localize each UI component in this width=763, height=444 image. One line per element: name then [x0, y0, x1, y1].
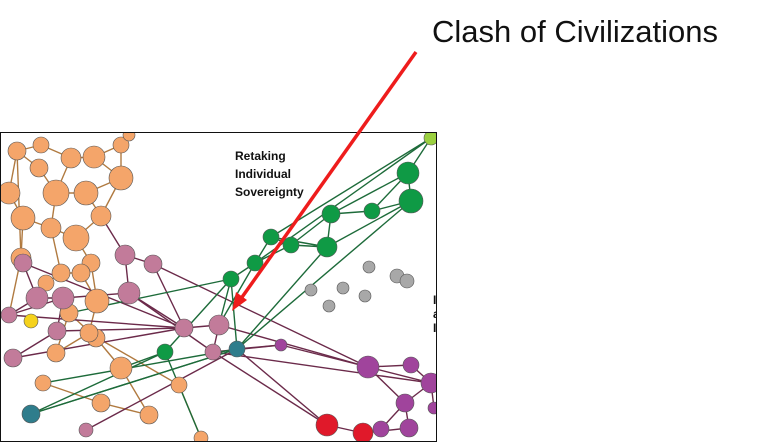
network-node-orange: [32, 136, 50, 154]
network-node-gray: [362, 260, 376, 274]
network-node-mauve: [174, 318, 194, 338]
network-node-purple: [427, 401, 436, 415]
network-node-mauve: [51, 286, 75, 310]
network-node-orange: [90, 205, 112, 227]
network-node-green: [398, 188, 424, 214]
network-node-mauve: [78, 422, 94, 438]
network-node-mauve: [204, 343, 222, 361]
network-node-green: [246, 254, 264, 272]
network-node-green: [321, 204, 341, 224]
network-node-orange: [122, 133, 136, 142]
network-node-orange: [109, 356, 133, 380]
network-node-gray: [399, 273, 415, 289]
network-node-orange: [51, 263, 71, 283]
network-node-mauve: [1, 306, 18, 324]
network-node-yellow: [23, 313, 39, 329]
network-graph: [1, 133, 436, 441]
network-node-orange: [71, 263, 91, 283]
network-edge: [218, 324, 369, 368]
network-node-orange: [60, 147, 82, 169]
cluster-label-line-2: Individual: [235, 167, 292, 181]
network-node-green: [262, 228, 280, 246]
network-node-orange: [34, 374, 52, 392]
network-node-gray: [304, 283, 318, 297]
network-node-mauve: [117, 281, 141, 305]
network-node-green: [282, 236, 300, 254]
network-node-orange: [139, 405, 159, 425]
network-node-gray: [336, 281, 350, 295]
network-node-orange: [84, 288, 110, 314]
network-edge: [212, 351, 432, 384]
network-node-orange: [1, 181, 21, 205]
network-edge: [16, 150, 22, 259]
network-edge: [236, 348, 328, 426]
network-node-orange: [29, 158, 49, 178]
network-node-orange: [42, 179, 70, 207]
network-node-purple: [395, 393, 415, 413]
cluster-label: Retaking Individual Sovereignty: [235, 147, 304, 201]
cluster-label-line-3: Sovereignty: [235, 185, 304, 199]
network-node-teal: [228, 340, 246, 358]
network-node-orange: [82, 145, 106, 169]
network-node-lime: [423, 133, 436, 146]
network-edge: [212, 351, 328, 426]
network-node-orange: [37, 274, 55, 292]
network-node-gray: [358, 289, 372, 303]
network-node-mauve: [47, 321, 67, 341]
network-node-orange: [62, 224, 90, 252]
network-edge: [164, 278, 232, 353]
network-edge: [230, 278, 238, 350]
network-node-purple: [356, 355, 380, 379]
network-node-orange: [112, 136, 130, 154]
network-edge: [42, 382, 102, 404]
network-node-orange: [170, 376, 188, 394]
network-edge: [236, 200, 412, 350]
network-node-mauve: [3, 348, 23, 368]
network-node-orange: [40, 217, 62, 239]
network-node-red: [352, 422, 374, 441]
network-edge: [85, 348, 238, 431]
network-node-mauve: [25, 286, 49, 310]
network-node-purple: [420, 372, 436, 394]
network-node-orange: [10, 205, 36, 231]
network-diagram: Retaking Individual Sovereignty IaI: [0, 132, 437, 442]
cut-off-label: IaI: [433, 293, 437, 335]
network-node-green: [316, 236, 338, 258]
network-node-purple: [402, 356, 420, 374]
network-edge: [152, 263, 369, 368]
network-node-purple: [274, 338, 288, 352]
network-node-orange: [193, 430, 209, 441]
network-edge: [56, 327, 185, 332]
network-node-purple: [399, 418, 419, 438]
network-node-orange: [7, 141, 27, 161]
network-node-orange: [73, 180, 99, 206]
network-node-orange: [79, 323, 99, 343]
edge-layer: [8, 134, 435, 439]
network-node-mauve: [143, 254, 163, 274]
network-node-mauve: [114, 244, 136, 266]
network-node-green: [222, 270, 240, 288]
network-edge: [164, 351, 202, 439]
network-node-orange: [108, 165, 134, 191]
network-edge: [30, 351, 166, 415]
network-node-green: [363, 202, 381, 220]
network-node-orange: [46, 343, 66, 363]
network-node-orange: [91, 393, 111, 413]
network-node-mauve: [13, 253, 33, 273]
network-node-green: [156, 343, 174, 361]
network-edge: [152, 263, 185, 329]
callout-label: Clash of Civilizations: [432, 14, 718, 49]
network-node-mauve: [208, 314, 230, 336]
network-edge: [30, 348, 238, 415]
network-node-teal: [21, 404, 41, 424]
network-edge: [42, 348, 238, 384]
network-node-gray: [322, 299, 336, 313]
network-edge: [8, 314, 185, 329]
network-node-purple: [372, 420, 390, 438]
network-edge: [218, 262, 256, 326]
cluster-label-line-1: Retaking: [235, 149, 286, 163]
network-node-red: [315, 413, 339, 437]
network-node-green: [396, 161, 420, 185]
